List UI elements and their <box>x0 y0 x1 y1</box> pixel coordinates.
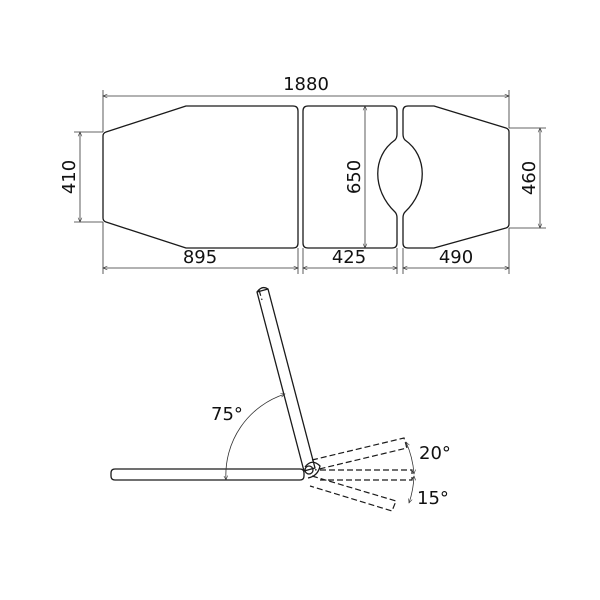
backrest-raised <box>256 288 316 472</box>
leg-section-flat <box>320 469 413 481</box>
table-section-left <box>102 105 299 249</box>
top-view: 1880 895 425 490 410 650 460 <box>59 74 546 274</box>
flat-section <box>110 468 305 481</box>
section-left-length-label: 895 <box>183 247 217 268</box>
foot-width-label: 460 <box>519 161 540 195</box>
table-section-right <box>402 105 510 249</box>
leg-section-down <box>309 475 397 512</box>
side-view: 75° 20° 15° <box>110 286 451 512</box>
leg-up-angle-label: 20° <box>419 443 451 464</box>
leg-down-angle-label: 15° <box>417 488 449 509</box>
middle-width-label: 650 <box>344 160 365 194</box>
hinge-icon <box>304 465 314 475</box>
section-right-length-label: 490 <box>439 247 473 268</box>
overall-length-label: 1880 <box>283 74 329 95</box>
leg-section-up <box>311 437 408 471</box>
backrest-angle-label: 75° <box>211 404 243 425</box>
section-middle-length-label: 425 <box>332 247 366 268</box>
head-width-label: 410 <box>59 160 80 194</box>
table-section-middle <box>302 105 398 249</box>
